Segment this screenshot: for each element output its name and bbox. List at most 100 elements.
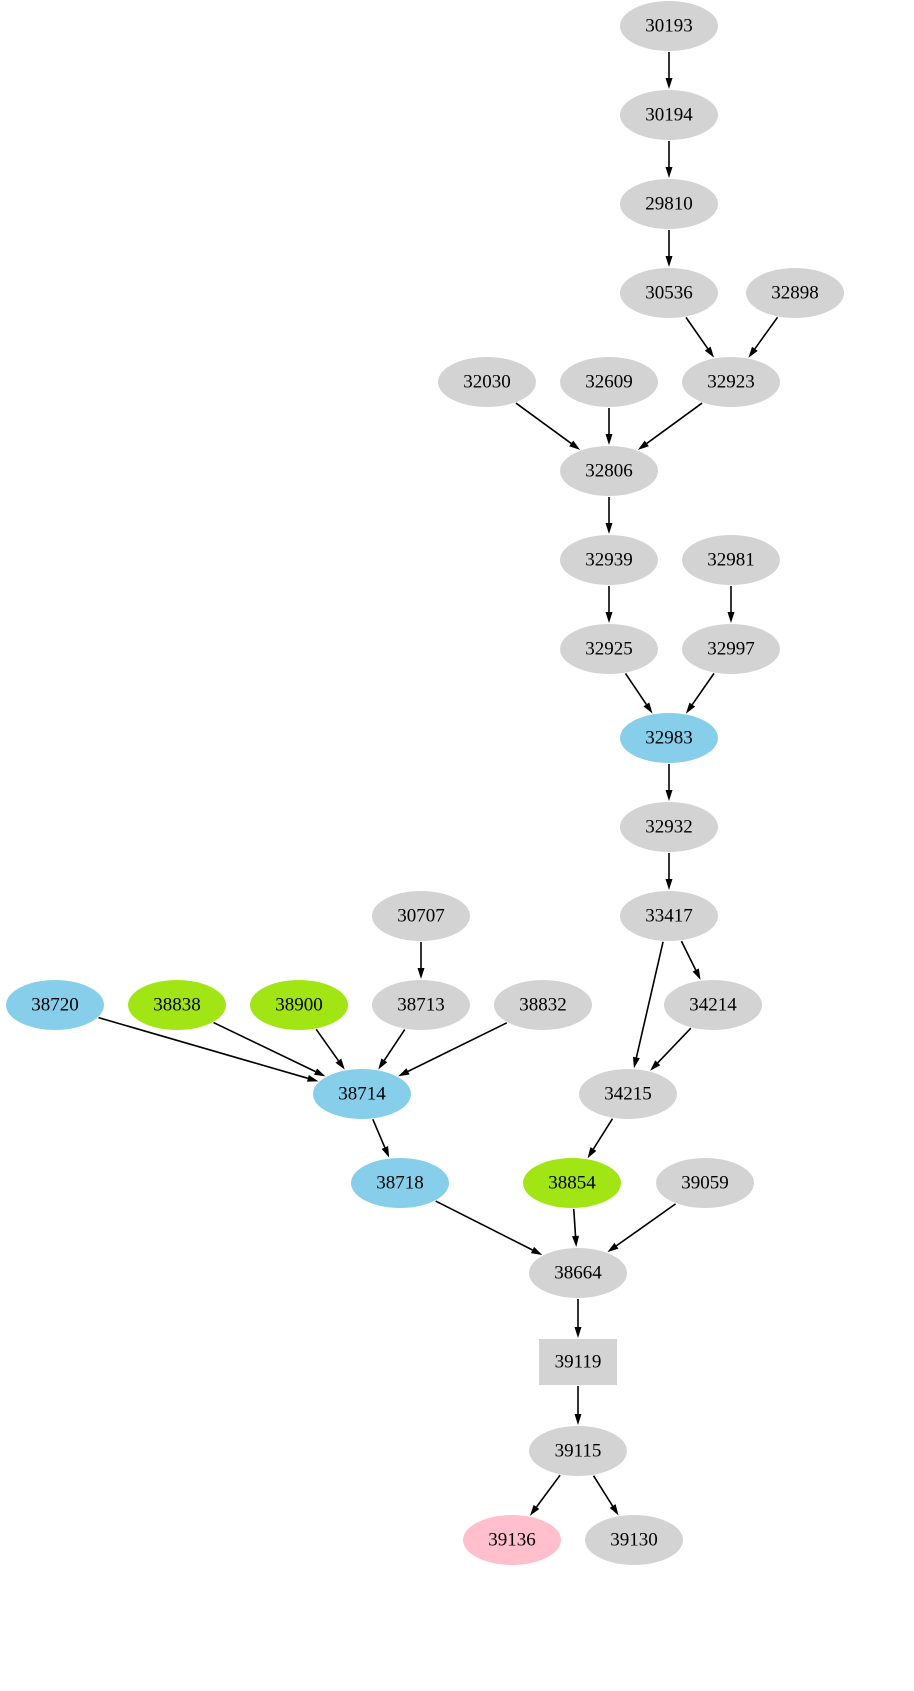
node-ellipse[interactable] [620,891,718,941]
node-ellipse[interactable] [620,1,718,51]
edge-arrowhead [609,1504,619,1516]
graph-edge [535,1474,561,1508]
node-ellipse[interactable] [585,1515,683,1565]
node-ellipse[interactable] [560,446,658,496]
graph-edge [572,1208,577,1237]
edge-arrowhead [605,434,613,445]
graph-node[interactable]: 39136 [463,1515,561,1565]
graph-node[interactable]: 38854 [523,1158,621,1208]
graph-node[interactable]: 30536 [620,268,718,318]
graph-edge [754,316,779,350]
node-ellipse[interactable] [313,1069,411,1119]
graph-node[interactable]: 34215 [579,1069,677,1119]
node-ellipse[interactable] [620,802,718,852]
node-ellipse[interactable] [351,1158,449,1208]
graph-edge [435,1200,533,1251]
node-ellipse[interactable] [560,624,658,674]
node-ellipse[interactable] [682,535,780,585]
edge-arrowhead [665,256,673,267]
graph-edge [635,941,664,1058]
node-ellipse[interactable] [463,1515,561,1565]
graph-node[interactable]: 38900 [250,980,348,1030]
edges-layer [98,52,779,1516]
edge-arrowhead [685,702,696,714]
node-ellipse[interactable] [682,357,780,407]
graph-node[interactable]: 38664 [529,1248,627,1298]
graph-node[interactable]: 32923 [682,357,780,407]
node-ellipse[interactable] [620,713,718,763]
edge-arrowhead [417,968,425,979]
graph-node[interactable]: 38718 [351,1158,449,1208]
node-ellipse[interactable] [372,980,470,1030]
graph-node[interactable]: 32981 [682,535,780,585]
node-ellipse[interactable] [620,179,718,229]
graph-edge [685,316,709,350]
edge-arrowhead [378,1058,388,1070]
node-ellipse[interactable] [250,980,348,1030]
graph-node[interactable]: 32939 [560,535,658,585]
edge-arrowhead [605,612,613,623]
edge-arrowhead [692,968,701,980]
graph-node[interactable]: 38720 [6,980,104,1030]
edge-arrowhead [587,1147,597,1159]
node-ellipse[interactable] [620,90,718,140]
graph-edge [213,1021,316,1073]
graph-node[interactable]: 32925 [560,624,658,674]
nodes-layer: 30193 30194 29810 30536 32898 32030 32609 32923… [6,1,844,1565]
edge-arrowhead [633,1056,640,1069]
node-ellipse[interactable] [579,1069,677,1119]
node-ellipse[interactable] [560,357,658,407]
edge-arrowhead [381,1146,390,1158]
graph-edge [407,1022,508,1073]
edge-arrowhead [398,1068,410,1077]
node-rect[interactable] [539,1339,617,1385]
node-ellipse[interactable] [438,357,536,407]
node-ellipse[interactable] [523,1158,621,1208]
graph-node[interactable]: 34214 [664,980,762,1030]
edge-arrowhead [637,440,649,450]
graph-node[interactable]: 39130 [585,1515,683,1565]
graph-node[interactable]: 38713 [372,980,470,1030]
graph-node[interactable]: 38832 [494,980,592,1030]
graph-edge [515,402,572,445]
node-ellipse[interactable] [620,268,718,318]
graph-node[interactable]: 30707 [372,891,470,941]
graph-edge [680,940,697,971]
node-ellipse[interactable] [529,1426,627,1476]
node-ellipse[interactable] [664,980,762,1030]
graph-edge [657,1027,692,1064]
node-ellipse[interactable] [128,980,226,1030]
edge-arrowhead [314,1068,326,1077]
edge-arrowhead [665,879,673,890]
node-ellipse[interactable] [529,1248,627,1298]
graph-node[interactable]: 38838 [128,980,226,1030]
graph-node[interactable]: 32932 [620,802,718,852]
graph-node[interactable]: 32997 [682,624,780,674]
graph-node[interactable]: 39119 [539,1339,617,1385]
node-ellipse[interactable] [372,891,470,941]
node-ellipse[interactable] [682,624,780,674]
node-ellipse[interactable] [656,1158,754,1208]
graph-node[interactable]: 32609 [560,357,658,407]
graph-node[interactable]: 39115 [529,1426,627,1476]
graph-edge [592,1475,614,1507]
graph-node[interactable]: 32806 [560,446,658,496]
graph-node[interactable]: 29810 [620,179,718,229]
graph-node[interactable]: 32030 [438,357,536,407]
edge-arrowhead [727,612,735,623]
graph-node[interactable]: 32898 [746,268,844,318]
edge-arrowhead [605,523,613,534]
node-ellipse[interactable] [494,980,592,1030]
node-ellipse[interactable] [746,268,844,318]
graph-node[interactable]: 30194 [620,90,718,140]
graph-node[interactable]: 38714 [313,1069,411,1119]
graph-node[interactable]: 32983 [620,713,718,763]
graph-node[interactable]: 33417 [620,891,718,941]
node-ellipse[interactable] [560,535,658,585]
node-ellipse[interactable] [6,980,104,1030]
graph-node[interactable]: 39059 [656,1158,754,1208]
graph-edge [592,1118,614,1150]
graph-edge [624,673,648,705]
graph-node[interactable]: 30193 [620,1,718,51]
